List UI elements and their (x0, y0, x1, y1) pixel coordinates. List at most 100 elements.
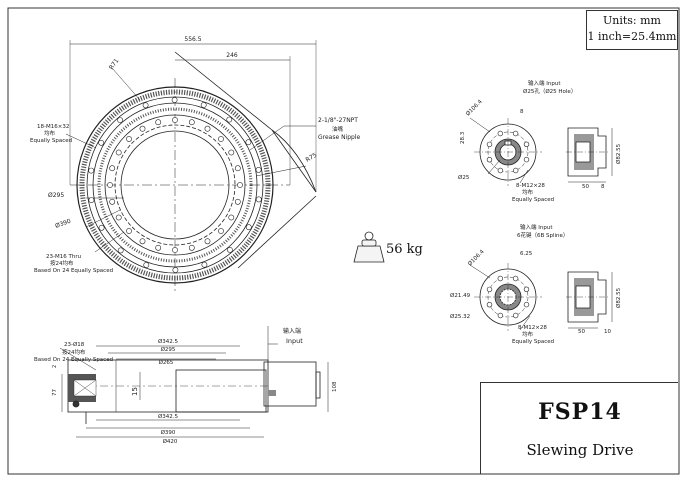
bolt-hole (126, 136, 132, 142)
bolt-hole (155, 244, 162, 251)
bolt-hole (497, 167, 504, 174)
input-b-bolts-en: Equally Spaced (512, 339, 554, 345)
section-dim-h108: 108 (332, 381, 338, 392)
bolt-hole (218, 228, 224, 234)
title-block: FSP14 Slewing Drive (480, 382, 678, 474)
top-view (65, 40, 317, 292)
input-a-key-width: 8 (520, 109, 524, 115)
dim-dia-295: Ø295 (48, 192, 64, 199)
bolt-hole (255, 166, 262, 173)
bolt-hole (234, 198, 241, 205)
bolt-hole (204, 238, 211, 245)
section-dim-420: Ø420 (163, 438, 178, 445)
bolt-hole (117, 247, 124, 254)
input-a-bolts-en: Equally Spaced (512, 197, 554, 203)
bolt-hole (117, 117, 123, 123)
section-dim-h15: 15 (131, 387, 139, 396)
bolt-hole (237, 182, 243, 188)
input-b-spline-2: Ø25.32 (450, 313, 470, 320)
input-a-bolts-spec: 8-M12×28 (516, 183, 545, 189)
bolt-hole (188, 119, 195, 126)
dim-dia-390: Ø390 (54, 218, 72, 230)
bolt-hole (486, 286, 493, 293)
input-a-bolts-cn: 均布 (522, 188, 534, 196)
outer-holes-cn: 均布 (44, 129, 56, 137)
input-b-head-en: 6花键（6B Spline） (517, 231, 568, 239)
section-holes-spec: 23-Ø18 (64, 341, 85, 348)
input-a-bolt-holes (486, 130, 530, 174)
bolt-hole (523, 141, 530, 148)
weight-icon (353, 231, 385, 263)
input-b-spline-1: Ø21.49 (450, 292, 471, 299)
inner-holes-en: Based On 24 Equally Spaced (34, 268, 113, 274)
section-input-cn: 输入端 (283, 327, 301, 335)
bolt-hole (88, 167, 95, 174)
bolt-hole (497, 275, 503, 282)
bolt-hole (228, 214, 235, 221)
inner-holes-cn: 按24均布 (50, 259, 74, 267)
section-holes-cn: 按24均布 (62, 348, 86, 356)
bolt-hole (115, 149, 122, 156)
section-dim-342-bot: Ø342.5 (158, 413, 179, 420)
input-b-side-len: 50 (578, 329, 585, 335)
outer-holes-en: Equally Spaced (30, 138, 72, 144)
input-a-side-step: 8 (601, 184, 605, 190)
bolt-hole (98, 224, 105, 231)
units-conversion: 1 inch=25.4mm (587, 30, 677, 43)
bolt-hole (245, 139, 252, 146)
input-a-pcd: Ø106.4 (464, 98, 483, 117)
bolt-hole (486, 141, 493, 148)
section-dim-h2: 2 (52, 365, 58, 368)
bolt-hole (245, 224, 252, 231)
sheet-frame (7, 7, 680, 475)
bolt-hole (255, 196, 262, 203)
bolt-hole (172, 117, 178, 123)
input-a-head-en: Ø25孔（Ø25 Hole） (523, 87, 576, 95)
bolt-hole (126, 228, 132, 234)
bolt-hole (486, 157, 493, 163)
bolt-hole (523, 156, 530, 163)
dim-r75: R75 (305, 152, 319, 164)
input-b-key: 6.25 (520, 251, 533, 257)
bolt-hole (200, 102, 207, 108)
input-a-head-cn: 输入端 Input (528, 79, 561, 87)
grease-cn-label: 油嘴 (332, 125, 344, 133)
bolt-hole (201, 261, 208, 268)
bolt-hole (142, 102, 149, 109)
units-line: Units: mm (602, 14, 661, 27)
bolt-hole (497, 312, 504, 319)
bolt-hole (512, 130, 519, 137)
bolt-hole (188, 244, 195, 251)
section-dim-h77: 77 (52, 389, 58, 396)
bolt-hole (143, 262, 150, 268)
outer-holes-spec: 18-M16×32 (37, 124, 69, 130)
section-dim-390: Ø390 (161, 429, 176, 436)
input-a-key-height: 28.3 (460, 131, 466, 144)
dim-r71: R71 (108, 57, 121, 71)
input-b-bolts-spec: 8-M12×28 (518, 325, 547, 331)
bolt-hole (88, 197, 95, 203)
bolt-hole (98, 139, 105, 146)
input-a-side-len: 50 (582, 184, 589, 190)
bolt-hole (171, 97, 178, 103)
input-a-side-view (566, 127, 613, 183)
dim-offset: 246 (226, 52, 238, 59)
bolt-hole (497, 130, 503, 137)
bolt-hole (234, 165, 241, 172)
input-b-pcd: Ø106.4 (466, 248, 485, 267)
bolt-hole (107, 182, 113, 188)
model-number: FSP14 (538, 399, 622, 425)
section-view (59, 326, 329, 438)
input-a-side-dia: Ø82.55 (615, 143, 622, 164)
section-dim-265: Ø265 (159, 359, 174, 366)
bolt-hole (523, 301, 530, 308)
bolt-hole (172, 247, 178, 253)
dim-overall-width: 556.5 (184, 36, 201, 43)
bolt-hole (139, 238, 146, 245)
bolt-hole (226, 246, 233, 253)
input-a-front-view (469, 117, 542, 186)
input-b-side-step: 10 (604, 329, 611, 335)
section-dim-342-top: Ø342.5 (158, 338, 179, 345)
bolt-hole (115, 214, 122, 221)
section-holes-en: Based On 24 Equally Spaced (34, 357, 113, 363)
